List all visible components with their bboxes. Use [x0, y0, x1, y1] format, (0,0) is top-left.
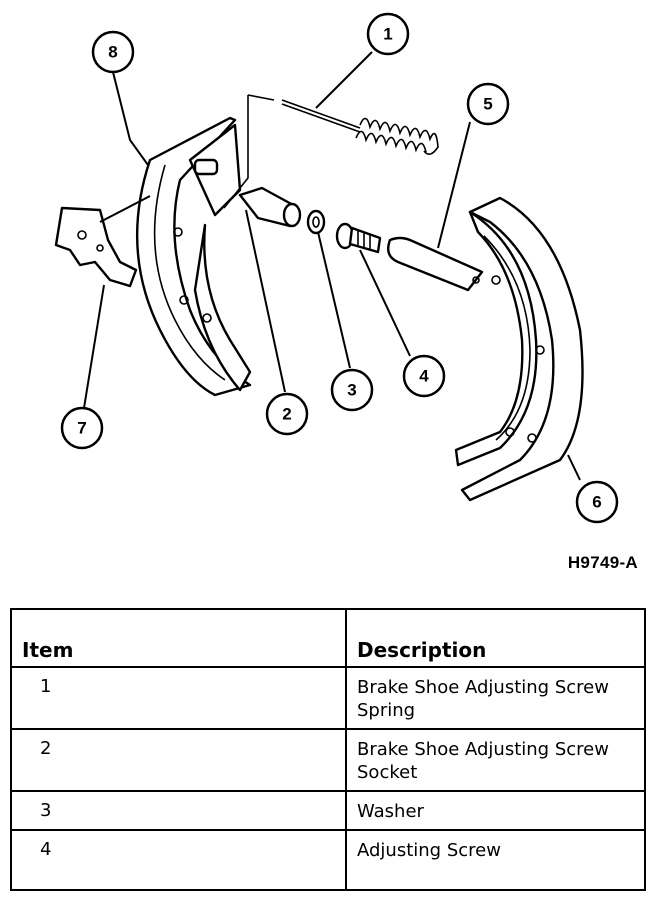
- adjusting-screw: [335, 222, 382, 254]
- callout-1: 1: [366, 12, 410, 56]
- item-description: Washer: [345, 790, 646, 831]
- washer: [306, 209, 326, 235]
- brake-shoe-exploded-diagram: 1 2 3 4 5 6 7 8: [54, 12, 619, 524]
- table-row: 4 Adjusting Screw: [10, 829, 646, 891]
- header-description: Description: [345, 608, 646, 668]
- callout-8: 8: [91, 30, 135, 74]
- item-description: Adjusting Screw: [345, 829, 646, 891]
- table-row: 2 Brake Shoe Adjusting Screw Socket: [10, 728, 646, 792]
- item-number: 1: [10, 666, 347, 730]
- callout-number: 8: [108, 43, 117, 62]
- callout-2: 2: [265, 392, 309, 436]
- left-brake-shoe: [135, 116, 252, 397]
- table-row: 3 Washer: [10, 790, 646, 831]
- item-number: 2: [10, 728, 347, 792]
- callout-6: 6: [575, 480, 619, 524]
- callout-number: 7: [77, 419, 86, 438]
- figure-code: H9749-A: [567, 553, 638, 572]
- callout-number: 2: [282, 405, 291, 424]
- table-row: 1 Brake Shoe Adjusting Screw Spring: [10, 666, 646, 730]
- pivot-nut: [387, 236, 484, 292]
- callout-number: 5: [483, 95, 492, 114]
- table-header-row: Item Description: [10, 608, 646, 668]
- callout-number: 1: [383, 25, 392, 44]
- parking-brake-lever: [54, 195, 151, 288]
- callout-number: 6: [592, 493, 601, 512]
- callout-number: 3: [347, 381, 356, 400]
- parts-table: Item Description 1 Brake Shoe Adjusting …: [10, 608, 646, 891]
- callout-3: 3: [330, 368, 374, 412]
- adjusting-screw-socket: [238, 186, 302, 228]
- callout-7: 7: [60, 406, 104, 450]
- adjusting-screw-spring: [223, 94, 439, 209]
- callout-4: 4: [402, 354, 446, 398]
- callout-number: 4: [419, 367, 429, 386]
- item-description: Brake Shoe Adjusting Screw Spring: [345, 666, 646, 730]
- right-brake-shoe: [454, 196, 584, 502]
- item-number: 4: [10, 829, 347, 891]
- item-description: Brake Shoe Adjusting Screw Socket: [345, 728, 646, 792]
- item-number: 3: [10, 790, 347, 831]
- header-item: Item: [10, 608, 347, 668]
- callout-5: 5: [466, 82, 510, 126]
